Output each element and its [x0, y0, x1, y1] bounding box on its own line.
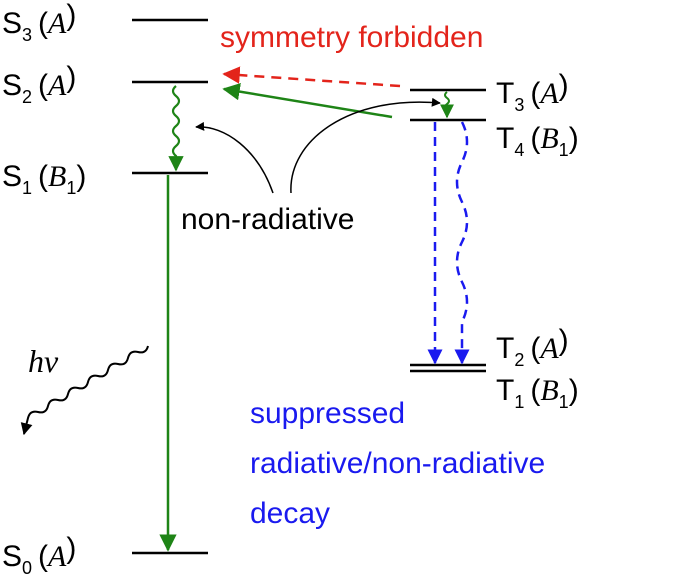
- label-t4: T4(B1): [496, 122, 579, 160]
- label-s0: S0(A): [2, 532, 76, 575]
- ic-t3-t4-wavy-arrow: [440, 91, 454, 119]
- label-t2: T2(A): [496, 324, 569, 370]
- nonradiative-curve-to-t3: [290, 97, 441, 194]
- suppressed-nonradiative-wavy-arrow: [454, 121, 470, 365]
- ic-s2-s1-wavy-arrow: [168, 85, 184, 172]
- photon-wavy-arrow: [20, 345, 149, 436]
- label-s3: S3(A): [2, 0, 76, 45]
- symmetry-forbidden-label: symmetry forbidden: [220, 21, 483, 54]
- label-s2: S2(A): [2, 61, 76, 107]
- photon-hv-label: hν: [28, 343, 59, 379]
- label-t3: T3(A): [496, 69, 569, 115]
- label-t1: T1(B1): [496, 374, 579, 412]
- non-radiative-label: non-radiative: [181, 203, 354, 236]
- isc-green-arrow: [222, 82, 393, 119]
- forbidden-dashed-arrow: [222, 66, 401, 88]
- label-s1: S1(B1): [2, 160, 86, 198]
- nonradiative-curve-to-s2: [195, 121, 274, 194]
- suppressed-label: suppressed radiative/non-radiative decay: [250, 397, 554, 530]
